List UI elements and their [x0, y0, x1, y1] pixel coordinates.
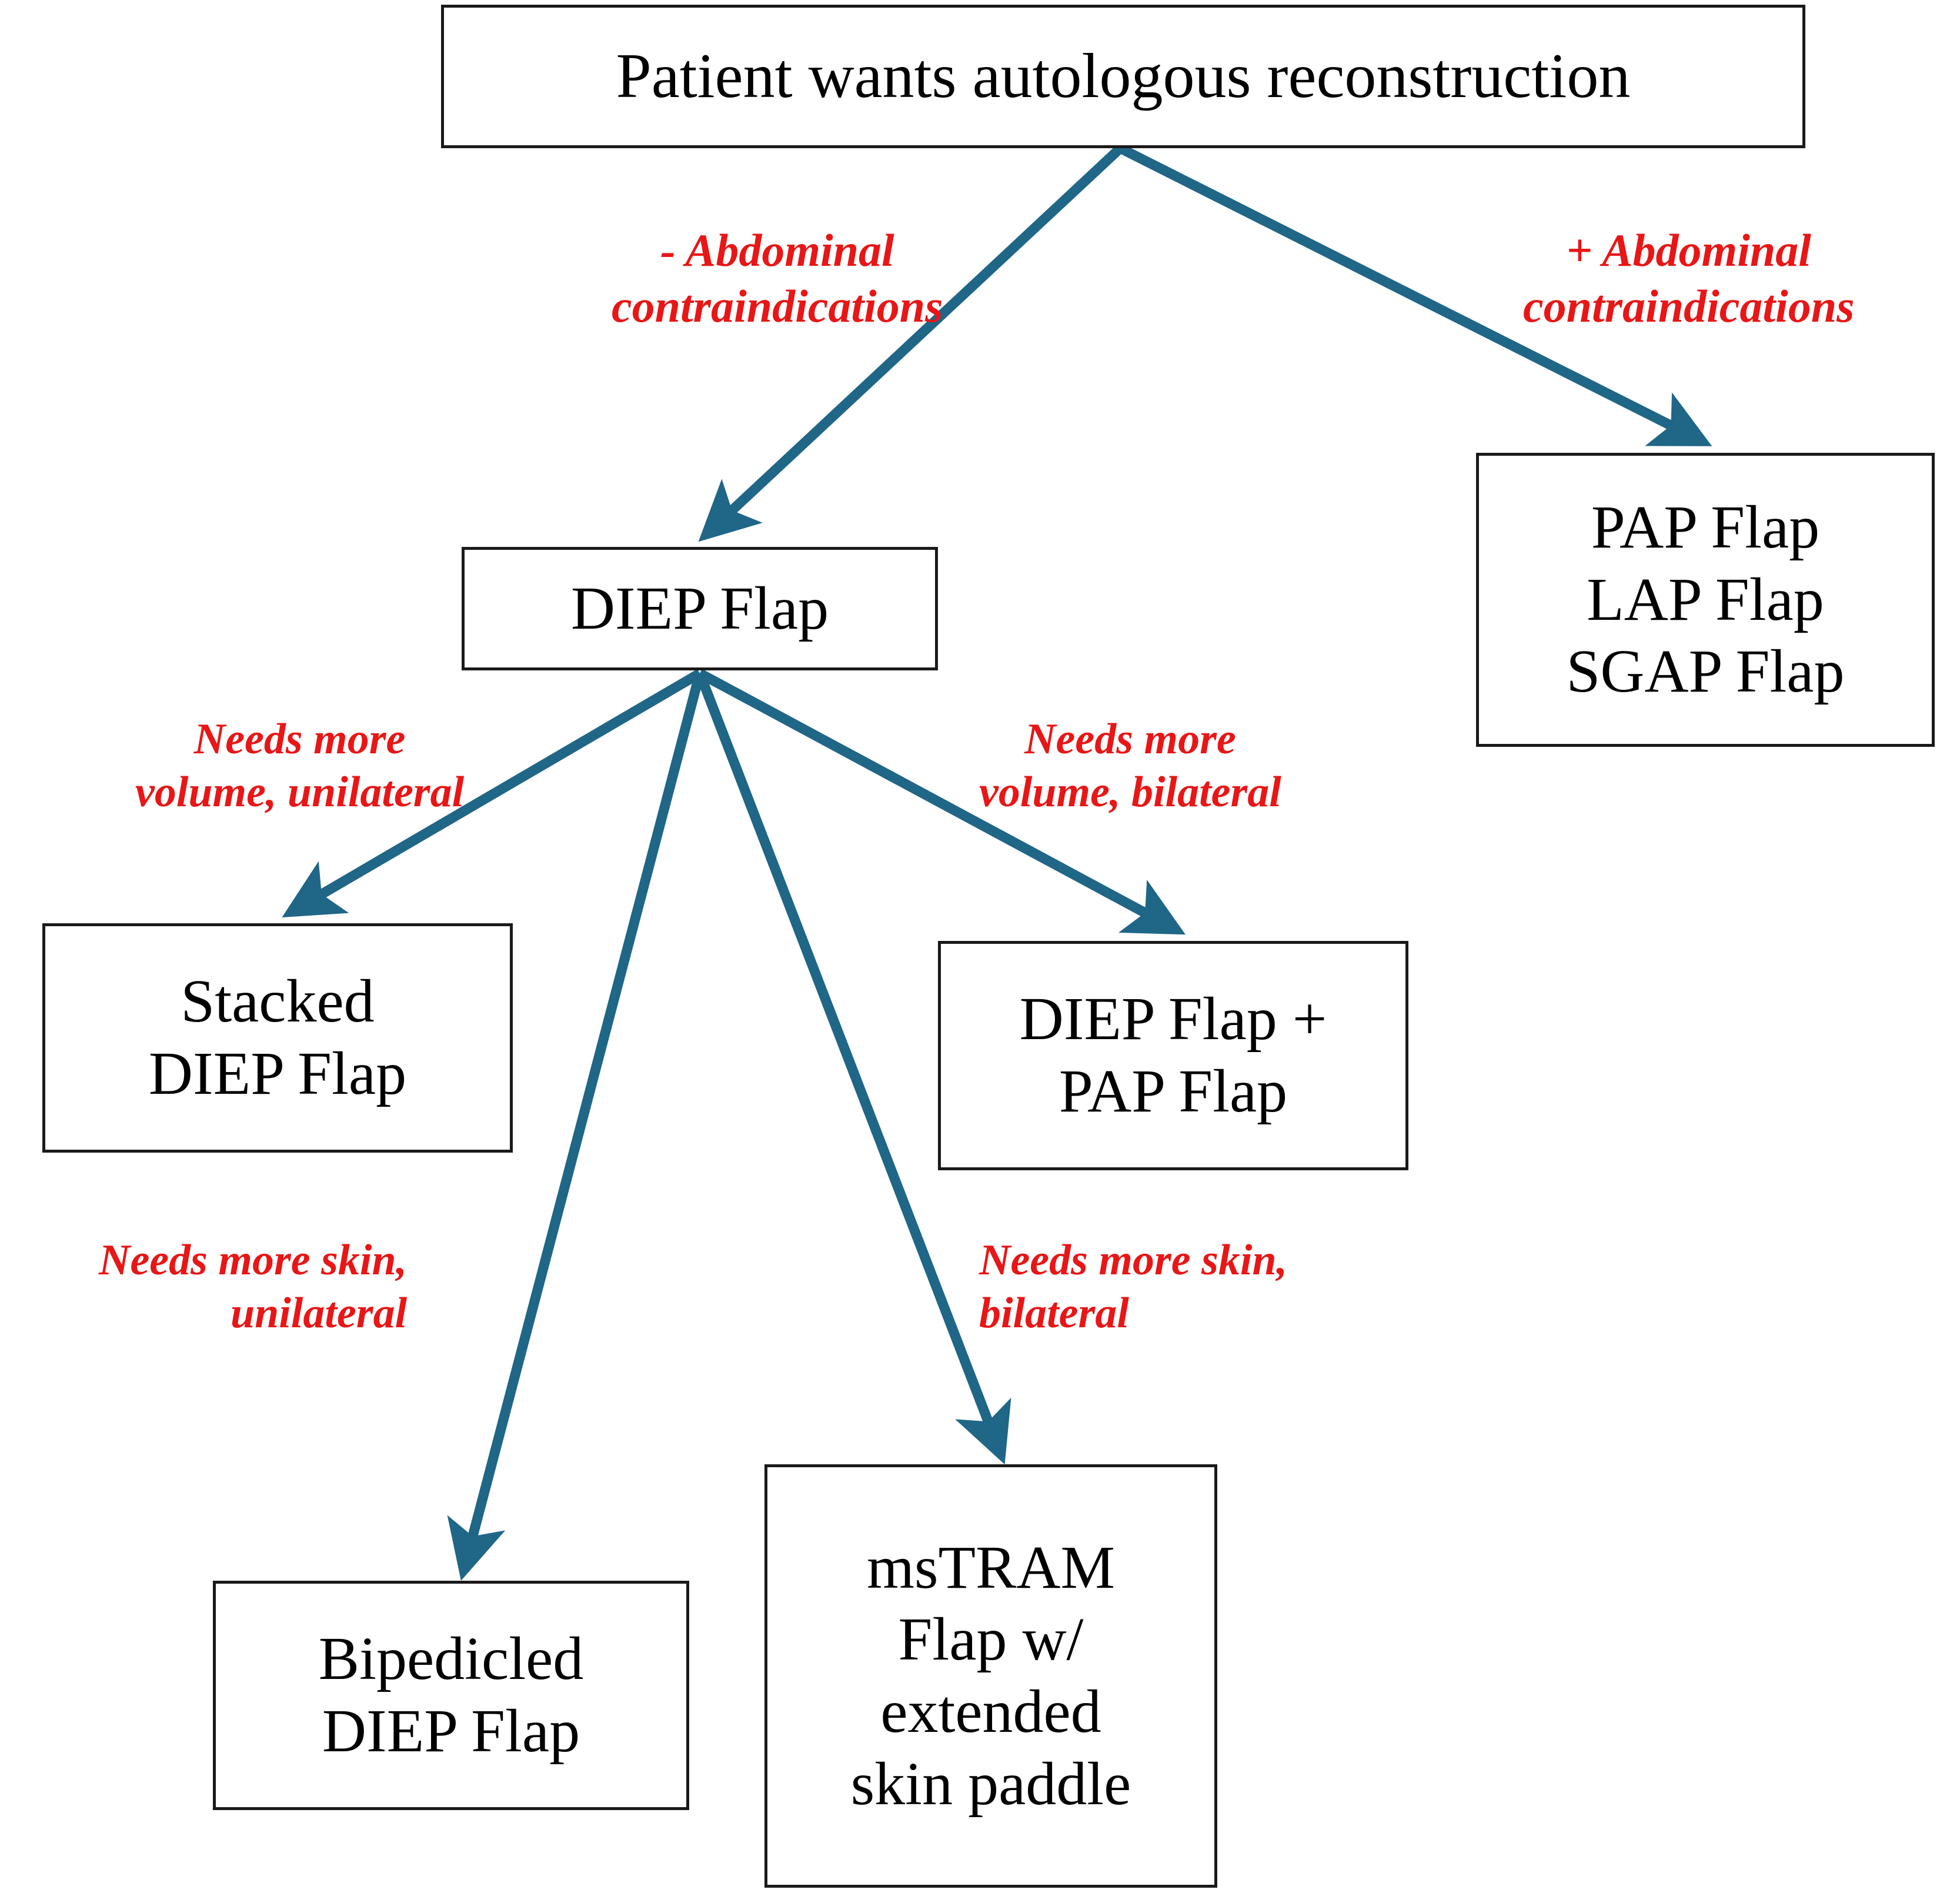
edge-label-plus-abdominal-line-2: contraindications [1523, 281, 1855, 332]
edge-label-skin-unilateral-line-1: Needs more skin, [99, 1236, 408, 1284]
node-stacked-diep[interactable]: Stacked DIEP Flap [42, 923, 513, 1153]
edge-label-volume-unilateral: Needs more volume, unilateral [135, 713, 464, 819]
node-mstram-line-1: msTRAM [867, 1533, 1115, 1601]
node-root[interactable]: Patient wants autologous reconstruction [441, 5, 1805, 148]
edge-label-plus-abdominal-line-1: + Abdominal [1566, 225, 1811, 276]
node-pap-group-line-1: PAP Flap [1591, 493, 1820, 561]
node-bipedicled-diep[interactable]: Bipedicled DIEP Flap [213, 1581, 689, 1810]
edge-label-skin-bilateral: Needs more skin, bilateral [979, 1234, 1287, 1340]
node-diep-plus-pap[interactable]: DIEP Flap + PAP Flap [938, 941, 1408, 1170]
edge-label-skin-unilateral: Needs more skin, unilateral [99, 1234, 407, 1340]
edge-label-volume-bilateral-line-2: volume, bilateral [979, 768, 1281, 817]
node-diep-plus-pap-line-2: PAP Flap [1059, 1057, 1288, 1125]
edge-label-skin-bilateral-line-1: Needs more skin, [979, 1236, 1288, 1284]
edge-label-volume-unilateral-line-1: Needs more [193, 715, 406, 763]
edge-label-minus-abdominal-line-1: - Abdominal [660, 225, 894, 276]
edge-label-volume-bilateral-line-1: Needs more [1024, 715, 1236, 763]
node-mstram[interactable]: msTRAM Flap w/ extended skin paddle [764, 1464, 1217, 1888]
node-stacked-diep-line-1: Stacked [181, 967, 375, 1036]
edge-label-minus-abdominal-line-2: contraindications [612, 281, 943, 332]
node-bipedicled-diep-line-1: Bipedicled [318, 1625, 584, 1693]
node-root-line-1: Patient wants autologous reconstruction [616, 41, 1631, 112]
node-diep-plus-pap-line-1: DIEP Flap + [1019, 985, 1327, 1053]
node-diep-line-1: DIEP Flap [570, 574, 829, 642]
node-mstram-line-2: Flap w/ [898, 1605, 1084, 1674]
node-bipedicled-diep-line-2: DIEP Flap [322, 1697, 580, 1765]
node-diep[interactable]: DIEP Flap [462, 547, 938, 670]
node-pap-group-line-2: LAP Flap [1587, 565, 1824, 633]
node-mstram-line-3: extended [880, 1678, 1101, 1745]
node-pap-group[interactable]: PAP Flap LAP Flap SGAP Flap [1476, 453, 1935, 747]
edge-label-skin-unilateral-line-2: unilateral [230, 1289, 408, 1338]
node-mstram-line-4: skin paddle [850, 1750, 1131, 1818]
node-stacked-diep-line-2: DIEP Flap [148, 1040, 407, 1107]
edge-label-plus-abdominal: + Abdominal contraindications [1523, 222, 1854, 334]
edge-label-volume-bilateral: Needs more volume, bilateral [979, 713, 1281, 819]
edge-label-minus-abdominal: - Abdominal contraindications [612, 222, 943, 334]
edge-label-volume-unilateral-line-2: volume, unilateral [135, 768, 465, 817]
edge-root-to-diep [698, 144, 1124, 542]
edge-label-skin-bilateral-line-2: bilateral [979, 1289, 1129, 1338]
node-pap-group-line-3: SGAP Flap [1566, 637, 1845, 706]
